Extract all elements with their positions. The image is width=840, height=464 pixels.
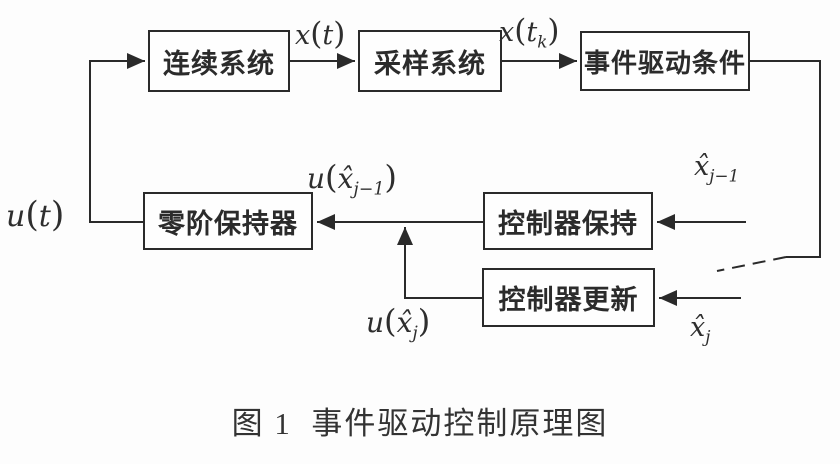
math-lead: x (499, 17, 515, 48)
label-x-j-1: x̂j−1 (694, 151, 740, 186)
math-open: ( (25, 195, 39, 235)
math-base: x̂ (337, 162, 354, 195)
node-event-condition-label: 事件驱动条件 (583, 47, 746, 78)
node-continuous-system-label: 连续系统 (163, 48, 275, 79)
math-sub: j (705, 326, 711, 347)
node-zero-order-hold: 零阶保持器 (143, 192, 313, 250)
edge-event-feedback-path (750, 60, 821, 258)
node-sampling-system-label: 采样系统 (374, 48, 486, 79)
math-base: t (38, 199, 51, 234)
math-close: ) (384, 158, 397, 196)
math-close: ) (50, 195, 65, 235)
math-open: ( (310, 16, 323, 52)
math-close: ) (547, 13, 560, 49)
math-sub: j−1 (709, 165, 740, 186)
label-x-j: x̂j (690, 312, 711, 347)
node-controller-hold: 控制器保持 (483, 192, 653, 250)
math-sub: j (412, 323, 418, 344)
math-sub: j−1 (353, 179, 385, 200)
figure-caption: 图 1 事件驱动控制原理图 (231, 406, 609, 441)
label-u-x-j: u(x̂j) (366, 302, 431, 342)
edge-update-to-zoh-line (397, 227, 482, 299)
math-lead: u (307, 162, 326, 195)
node-event-condition: 事件驱动条件 (580, 31, 750, 91)
math-base: t (322, 20, 334, 51)
math-base: x̂ (396, 306, 413, 339)
node-controller-update: 控制器更新 (482, 268, 655, 327)
edge-switch-arm-dashed (716, 256, 787, 272)
node-controller-hold-label: 控制器保持 (498, 208, 638, 239)
math-close: ) (417, 302, 431, 340)
math-base: t (526, 17, 538, 48)
node-zero-order-hold-label: 零阶保持器 (158, 208, 298, 239)
math-open: ( (514, 13, 527, 49)
math-sub: k (537, 31, 548, 52)
label-x-t: x(t) (295, 17, 345, 51)
node-sampling-system: 采样系统 (358, 30, 502, 92)
math-base: x̂ (690, 312, 706, 343)
math-close: ) (333, 16, 346, 52)
node-continuous-system: 连续系统 (148, 30, 290, 92)
label-u-t: u(t) (6, 195, 65, 235)
label-x-tk: x(tk) (499, 13, 560, 52)
label-u-x-j-1: u(x̂j−1) (307, 158, 397, 198)
math-lead: u (366, 306, 385, 339)
math-open: ( (325, 158, 338, 196)
math-open: ( (384, 302, 397, 340)
math-lead: x (295, 20, 311, 51)
math-lead: u (6, 199, 26, 234)
node-controller-update-label: 控制器更新 (498, 285, 639, 315)
edge-zoh-to-continuous (89, 53, 145, 223)
math-base: x̂ (694, 151, 710, 182)
